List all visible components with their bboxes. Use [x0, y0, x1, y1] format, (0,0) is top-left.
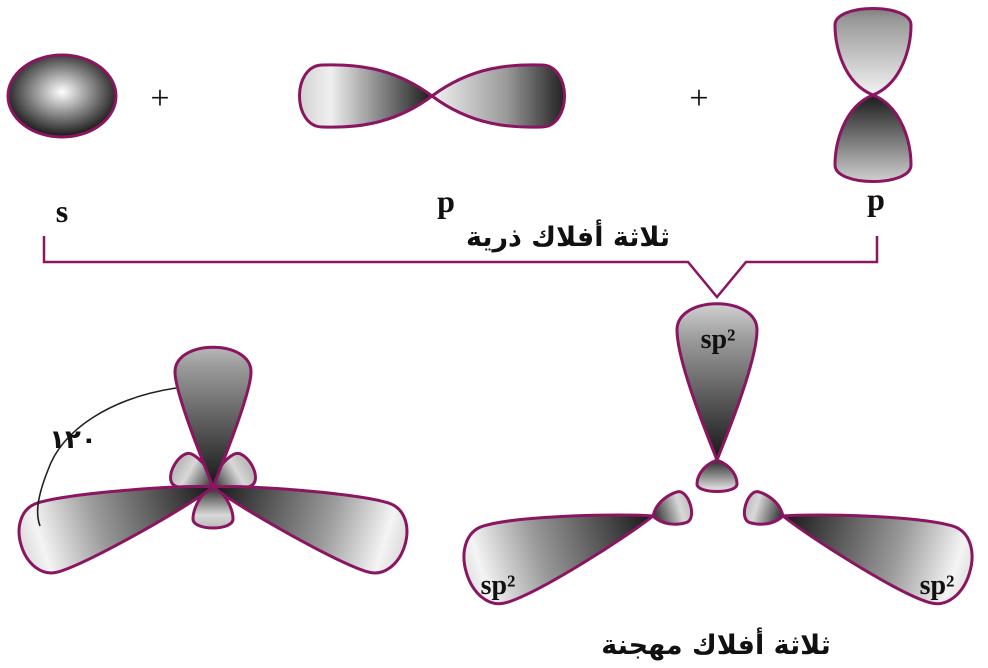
- p-lobe-bottom: [833, 93, 913, 183]
- sp2-orbital-right: [743, 490, 974, 606]
- s-label: s: [56, 193, 68, 229]
- sp2-small-lobe: [651, 490, 693, 526]
- sp2-label-left: sp²: [481, 570, 516, 601]
- sp2-small-lobe: [191, 485, 235, 530]
- sp2-big-lobe-right: [209, 485, 409, 575]
- angle-arc: [36, 387, 177, 527]
- sp2-label-right: sp²: [920, 570, 955, 601]
- atomic-orbitals-caption: ثلاثة أفلاك ذرية: [466, 219, 670, 253]
- sp2-orbital-left: [462, 490, 693, 606]
- trigonal-planar-orbitals: [17, 345, 409, 575]
- p-label: p: [867, 181, 885, 217]
- p-lobe-left: [298, 63, 435, 129]
- s-orbital: [6, 53, 118, 139]
- sp2-orbital-top: [675, 302, 759, 493]
- sp2-big-lobe: [462, 513, 657, 606]
- sp2-small-lobe: [695, 458, 739, 493]
- sp2-big-lobe-left: [17, 485, 217, 575]
- plus-sign: +: [150, 80, 169, 117]
- sp2-small-lobe: [743, 490, 785, 526]
- sp2-big-lobe-top: [173, 345, 253, 492]
- p-lobe-top: [833, 7, 913, 97]
- p-label: p: [437, 183, 455, 219]
- angle-label: ١٢٠: [49, 425, 97, 455]
- p-lobe-right: [429, 63, 566, 129]
- sp2-big-lobe: [779, 513, 974, 606]
- sp2-label-top: sp²: [701, 324, 736, 355]
- grouping-bracket: [42, 236, 879, 299]
- plus-sign: +: [689, 80, 708, 117]
- p-orbital-horizontal: [298, 63, 566, 129]
- sp2-big-lobe: [675, 302, 759, 465]
- p-orbital-vertical: [833, 7, 913, 183]
- hybrid-orbitals-caption: ثلاثة أفلاك مهجنة: [601, 627, 831, 661]
